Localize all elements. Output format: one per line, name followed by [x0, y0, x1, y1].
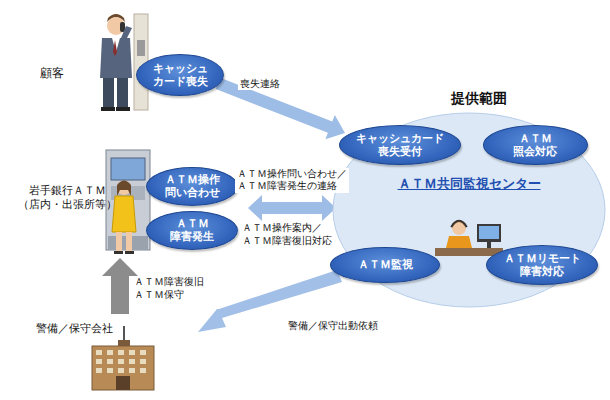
process-oval: ＡＴＭ監視 [330, 247, 440, 283]
text-line: 警備／保守出動依頼 [288, 320, 378, 333]
text-line: キャッシュ [153, 62, 208, 75]
service-region: 提供範囲ＡＴＭ共同監視センターキャッシュカード 喪失受付ＡＴＭ 照会対応ＡＴＭ監… [332, 112, 606, 308]
text-line: 岩手銀行ＡＴＭ [18, 184, 117, 198]
process-oval: ＡＴＭ 照会対応 [483, 125, 588, 165]
flow-arrow [216, 78, 345, 140]
oval-text: ＡＴＭリモート 障害対応 [504, 252, 581, 278]
text-line: ＡＴＭ共同監視センター [398, 175, 541, 193]
double-arrow [248, 195, 336, 221]
text-line: 照会対応 [513, 145, 557, 158]
customer-label: 顧客 [40, 66, 64, 81]
text-line: ＡＴＭリモート [504, 252, 581, 265]
text-line: ＡＴＭ操作案内／ [242, 222, 332, 235]
text-line: 喪失連絡 [240, 78, 280, 91]
text-line: 問い合わせ [165, 186, 220, 199]
text-line: ＡＴＭ操作問い合わせ／ [237, 168, 347, 181]
text-line: ＡＴＭ障害復旧 [134, 276, 204, 289]
company-label: 警備／保守会社 [36, 322, 113, 336]
flow-label: ＡＴＭ障害復旧 ＡＴＭ保守 [134, 276, 204, 301]
text-line: 障害対応 [504, 265, 581, 278]
text-line: 顧客 [40, 66, 64, 81]
process-oval: ＡＴＭ操作 問い合わせ [146, 167, 238, 206]
text-line: 警備／保守会社 [36, 322, 113, 336]
oval-text: キャッシュ カード喪失 [153, 62, 208, 88]
flow-label: 警備／保守出動依頼 [286, 320, 380, 333]
edge-label: 喪失連絡 [238, 78, 282, 91]
oval-text: ＡＴＭ 障害発生 [170, 217, 214, 243]
text-line: ＡＴＭ [170, 217, 214, 230]
oval-text: ＡＴＭ 照会対応 [513, 132, 557, 158]
text-line: 提供範囲 [451, 90, 507, 108]
region-heading: 提供範囲 [451, 90, 507, 108]
process-oval: ＡＴＭリモート 障害対応 [486, 245, 598, 285]
oval-text: ＡＴＭ操作 問い合わせ [165, 173, 220, 199]
flow-label: ＡＴＭ操作案内／ ＡＴＭ障害復旧対応 [240, 222, 334, 247]
building-figure [92, 326, 154, 390]
edge-label: ＡＴＭ操作問い合わせ／ ＡＴＭ障害発生の連絡 [235, 168, 349, 193]
text-line: ＡＴＭ保守 [134, 289, 204, 302]
text-line: 障害発生 [170, 230, 214, 243]
customer-figure [100, 14, 148, 111]
text-line: ＡＴＭ監視 [358, 258, 413, 271]
atm-location-label: 岩手銀行ＡＴＭ （店内・出張所等） [18, 184, 117, 212]
text-line: ＡＴＭ操作 [165, 173, 220, 186]
text-line: ＡＴＭ障害発生の連絡 [237, 180, 347, 193]
process-oval: キャッシュ カード喪失 [136, 54, 224, 96]
text-line: ＡＴＭ障害復旧対応 [242, 235, 332, 248]
process-oval: ＡＴＭ 障害発生 [146, 211, 238, 250]
text-line: キャッシュカード [356, 132, 444, 145]
text-line: カード喪失 [153, 75, 208, 88]
text-line: （店内・出張所等） [18, 198, 117, 212]
center-title: ＡＴＭ共同監視センター [398, 175, 541, 193]
text-line: 喪失受付 [356, 145, 444, 158]
up-arrow [102, 258, 138, 314]
oval-text: ＡＴＭ監視 [358, 258, 413, 271]
oval-text: キャッシュカード 喪失受付 [356, 132, 444, 158]
text-line: ＡＴＭ [513, 132, 557, 145]
process-oval: キャッシュカード 喪失受付 [339, 125, 461, 165]
